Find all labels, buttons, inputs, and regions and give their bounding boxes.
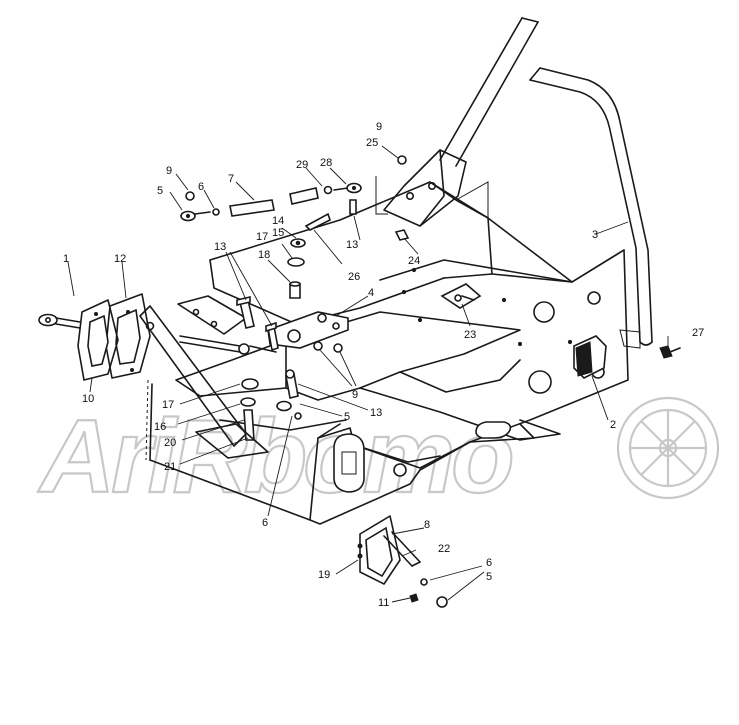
callout-17: 17 xyxy=(256,231,268,243)
callout-4: 4 xyxy=(368,287,374,299)
lower-flange-8 xyxy=(357,515,448,608)
callout-20: 20 xyxy=(164,437,176,449)
callout-22: 22 xyxy=(438,543,450,555)
callout-10: 10 xyxy=(82,393,94,405)
bracket-2 xyxy=(573,335,607,379)
left-flange-10 xyxy=(77,299,119,381)
callout-6: 6 xyxy=(486,557,492,569)
callout-13: 13 xyxy=(346,239,358,251)
callout-27: 27 xyxy=(692,327,704,339)
callout-6: 6 xyxy=(262,517,268,529)
tie-rod-1 xyxy=(38,313,81,329)
callout-28: 28 xyxy=(320,157,332,169)
reference-line xyxy=(145,379,149,461)
callout-15: 15 xyxy=(272,227,284,239)
steering-post xyxy=(439,17,539,167)
callout-25: 25 xyxy=(366,137,378,149)
callout-14: 14 xyxy=(272,215,284,227)
bolts-13 xyxy=(236,295,279,352)
callout-9: 9 xyxy=(376,121,382,133)
front-frame xyxy=(149,383,441,525)
callout-5: 5 xyxy=(157,185,163,197)
post-bracket xyxy=(375,149,467,227)
callout-labels: 1 12 10 9 5 6 7 29 28 9 25 14 15 17 18 1… xyxy=(63,121,704,609)
watermark-wheel-icon xyxy=(616,396,720,500)
callout-9: 9 xyxy=(166,165,172,177)
leader-lines xyxy=(67,145,669,603)
callout-7: 7 xyxy=(228,173,234,185)
callout-13: 13 xyxy=(370,407,382,419)
callout-12: 12 xyxy=(114,253,126,265)
callout-5: 5 xyxy=(344,411,350,423)
callout-18: 18 xyxy=(258,249,270,261)
callout-5: 5 xyxy=(486,571,492,583)
callout-8: 8 xyxy=(424,519,430,531)
callout-6: 6 xyxy=(198,181,204,193)
latch-23 xyxy=(440,283,482,309)
pivot-plate-4 xyxy=(267,311,349,349)
callout-29: 29 xyxy=(296,159,308,171)
callout-11: 11 xyxy=(378,597,389,609)
bolt-27 xyxy=(659,345,681,359)
callout-3: 3 xyxy=(592,229,598,241)
bumper-bar xyxy=(529,67,653,349)
callout-9: 9 xyxy=(352,389,358,401)
left-flange-12 xyxy=(105,293,151,379)
linkage-rod xyxy=(179,335,277,355)
callout-17: 17 xyxy=(162,399,174,411)
callout-21: 21 xyxy=(164,461,176,473)
small-fasteners xyxy=(185,155,410,441)
callout-24: 24 xyxy=(408,255,420,267)
callout-1: 1 xyxy=(63,253,69,265)
callout-26: 26 xyxy=(348,271,360,283)
callout-23: 23 xyxy=(464,329,476,341)
callout-19: 19 xyxy=(318,569,330,581)
callout-13: 13 xyxy=(214,241,226,253)
callout-2: 2 xyxy=(610,419,616,431)
pin-stack xyxy=(287,238,306,299)
linkage-rod-7 xyxy=(180,182,362,231)
callout-16: 16 xyxy=(154,421,166,433)
